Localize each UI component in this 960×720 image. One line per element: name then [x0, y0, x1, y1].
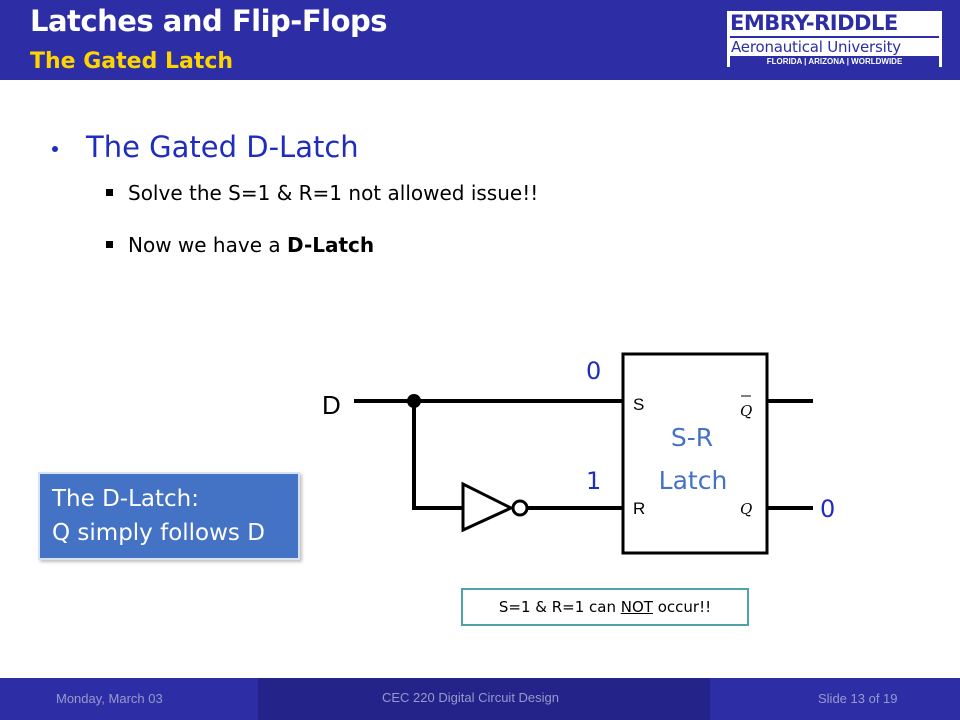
callout-line1: The D-Latch:	[52, 486, 199, 512]
logo-subtitle: Aeronautical University	[731, 38, 901, 56]
logo-name: EMBRY-RIDDLE	[730, 11, 898, 35]
logo-campuses: FLORIDA | ARIZONA | WORLDWIDE	[730, 56, 939, 67]
note-prefix: S=1 & R=1 can	[498, 598, 621, 616]
note-suffix: occur!!	[652, 598, 712, 616]
block-label-line2: Latch	[659, 466, 728, 495]
footer-course: CEC 220 Digital Circuit Design	[382, 690, 560, 705]
sr-latch-block	[621, 352, 769, 555]
s-pin-label: S	[633, 395, 644, 414]
q-pin-label: Q	[740, 500, 752, 518]
inverter-bubble	[511, 499, 529, 517]
bullet-main-text: The Gated D-Latch	[86, 130, 359, 164]
square-bullet-icon	[106, 241, 113, 248]
r-pin-label: R	[633, 499, 645, 518]
footer-slide-number: Slide 13 of 19	[818, 691, 898, 706]
inverter-triangle	[461, 481, 515, 533]
constraint-note: S=1 & R=1 can NOT occur!!	[461, 588, 749, 626]
square-bullet-icon	[106, 189, 113, 196]
branch-wire	[412, 401, 462, 510]
d-label: D	[322, 390, 341, 420]
university-logo: EMBRY-RIDDLE Aeronautical University FLO…	[727, 11, 942, 67]
logo-divider	[730, 36, 939, 38]
footer-center-panel	[258, 678, 710, 720]
footer-date: Monday, March 03	[56, 691, 163, 706]
sub-bullet-2-bold: D-Latch	[286, 233, 375, 257]
sub-bullet-2-prefix: Now we have a	[128, 233, 287, 257]
sub-bullet-1-text: Solve the S=1 & R=1 not allowed issue!!	[128, 181, 539, 205]
block-label-line1: S-R	[671, 423, 713, 452]
footer-bar: Monday, March 03 CEC 220 Digital Circuit…	[0, 678, 960, 720]
qbar-pin-label: Q	[740, 402, 752, 420]
header-bar: Latches and Flip-Flops The Gated Latch E…	[0, 0, 960, 80]
d-latch-callout: The D-Latch: Q simply follows D	[38, 472, 300, 560]
q-value-label: 0	[820, 495, 835, 523]
r-value-label: 1	[586, 467, 601, 495]
slide-title: Latches and Flip-Flops	[30, 4, 388, 38]
sub-bullet-2-text: Now we have a D-Latch	[128, 233, 374, 257]
bullet-dot-icon	[52, 146, 58, 152]
callout-line2: Q simply follows D	[52, 520, 265, 546]
s-value-label: 0	[586, 357, 601, 385]
slide-subtitle: The Gated Latch	[30, 49, 234, 74]
note-underlined: NOT	[620, 598, 653, 616]
